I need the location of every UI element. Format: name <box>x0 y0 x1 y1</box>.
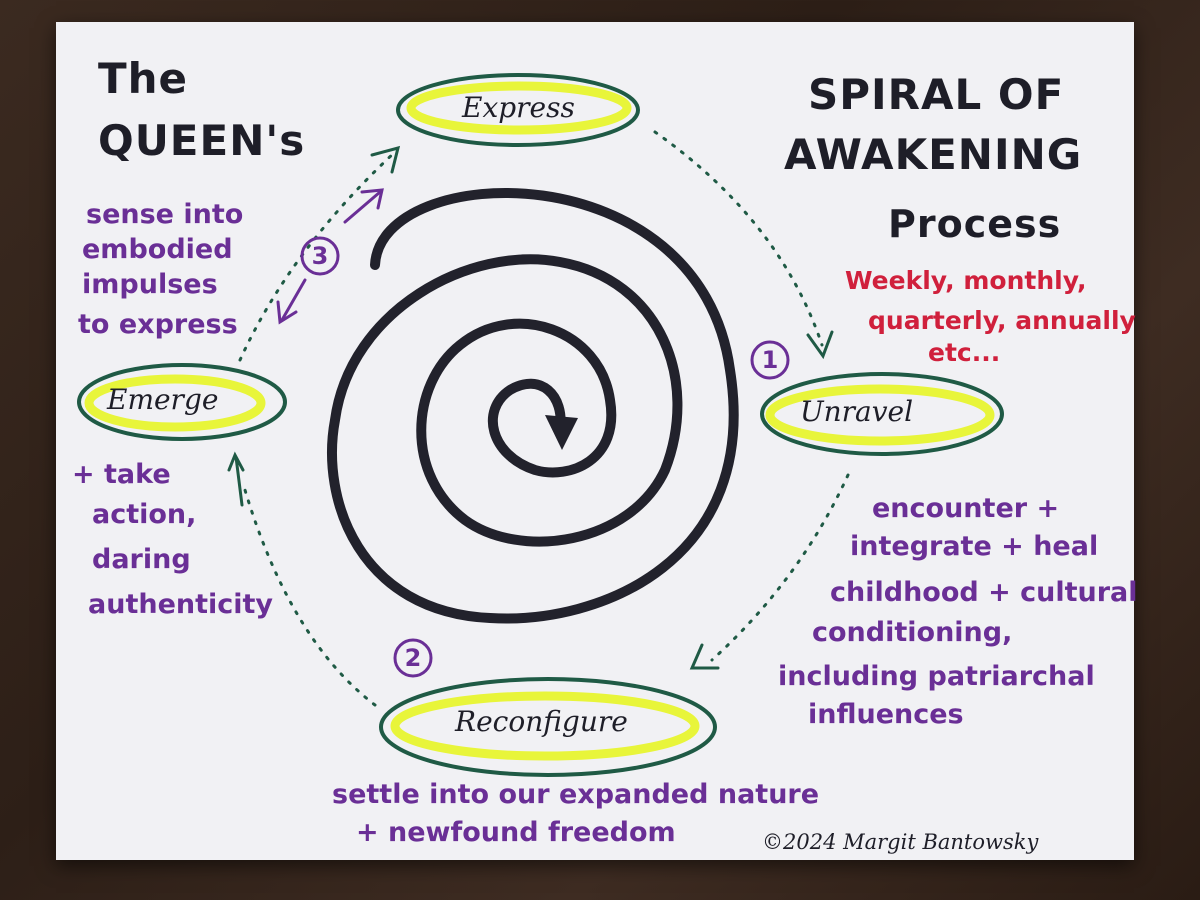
emerge-outline <box>77 363 287 441</box>
frequency-line2: quarterly, annually <box>868 306 1136 335</box>
arrow-to-emerge <box>227 451 245 507</box>
note-encounter-line5: including patriarchal <box>778 661 1095 692</box>
copyright-signature: ©2024 Margit Bantowsky <box>762 830 1039 854</box>
arrow-to-reconfigure <box>689 643 720 670</box>
note-action-line2: action, <box>92 499 197 530</box>
unravel-outline <box>760 372 1004 456</box>
note-sense-line3: impulses <box>82 269 218 300</box>
step3-number: 3 <box>311 242 329 270</box>
reconfigure-highlight <box>390 691 700 761</box>
step3-arrowhead-up <box>360 188 384 210</box>
note-encounter-line4: conditioning, <box>812 617 1013 648</box>
connector-express-unravel <box>653 130 824 347</box>
emerge-highlight <box>84 374 266 432</box>
spiral-arrowhead <box>545 415 578 450</box>
node-express-label: Express <box>462 91 575 124</box>
title-left-line1: The <box>98 54 189 103</box>
note-encounter-line6: influences <box>808 699 964 730</box>
step3-circle <box>300 236 340 276</box>
title-right-line1: SPIRAL OF <box>808 70 1065 119</box>
central-spiral <box>327 187 739 624</box>
note-encounter-line1: encounter + <box>872 493 1060 524</box>
step2-number: 2 <box>404 644 422 672</box>
unravel-highlight <box>765 384 995 446</box>
arrow-to-express <box>370 145 401 174</box>
step3-arrow-down <box>280 278 307 322</box>
step3-arrow-up <box>343 190 382 224</box>
frequency-line1: Weekly, monthly, <box>845 266 1087 295</box>
step2-circle <box>393 638 433 678</box>
express-highlight <box>406 81 632 135</box>
note-action-line3: daring <box>92 544 191 575</box>
node-unravel-label: Unravel <box>800 395 914 428</box>
title-right-line2: AWAKENING <box>784 130 1083 179</box>
arrow-to-unravel <box>806 330 834 360</box>
note-sense-line2: embodied <box>82 234 233 265</box>
note-settle-line2: + newfound freedom <box>356 817 676 848</box>
step1-circle <box>750 340 790 380</box>
note-encounter-line3: childhood + cultural <box>830 577 1138 608</box>
note-encounter-line2: integrate + heal <box>850 531 1099 562</box>
node-reconfigure-label: Reconfigure <box>455 705 628 738</box>
note-settle-line1: settle into our expanded nature <box>332 779 820 810</box>
note-action-line4: authenticity <box>88 589 274 620</box>
node-emerge-label: Emerge <box>107 383 219 416</box>
express-outline <box>396 73 640 147</box>
note-sense-line4: to express <box>78 309 238 340</box>
frequency-line3: etc... <box>928 338 1001 367</box>
note-sense-line1: sense into <box>86 199 244 230</box>
title-left-line2: QUEEN's <box>98 116 306 165</box>
paper-sheet <box>56 22 1134 860</box>
step3-arrowhead-down <box>276 300 298 325</box>
step1-number: 1 <box>761 346 779 374</box>
reconfigure-outline <box>379 677 717 777</box>
title-right-line3: Process <box>888 202 1062 246</box>
note-action-line1: + take <box>72 459 171 490</box>
